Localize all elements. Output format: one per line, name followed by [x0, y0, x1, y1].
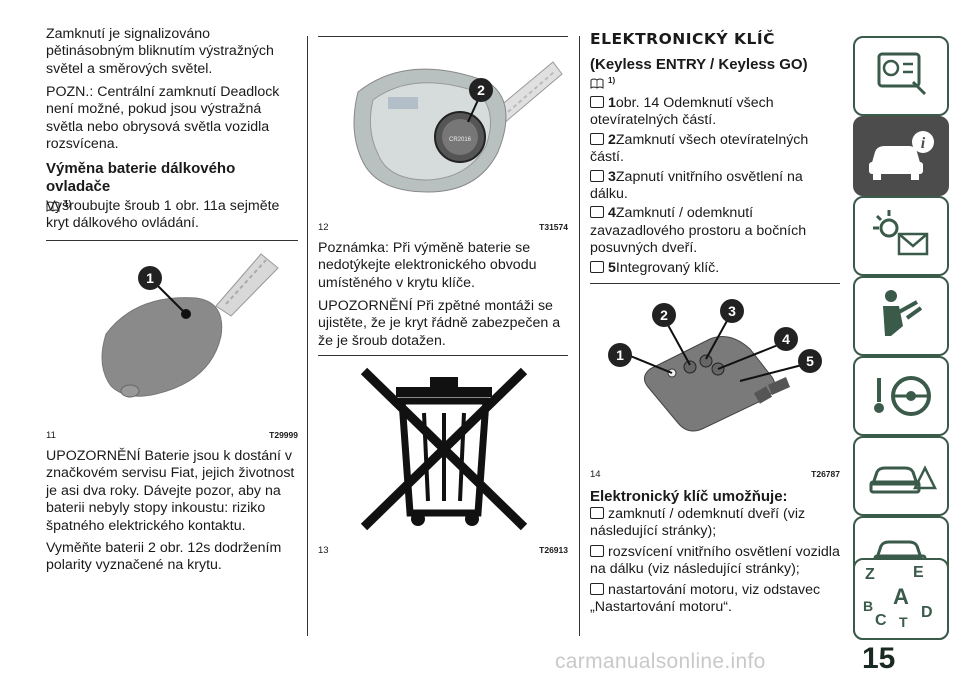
tab-dashboard[interactable] — [853, 36, 949, 116]
smart-card-key-illustration: 1 2 3 4 5 — [608, 299, 822, 432]
paragraph: Zamknutí je signalizováno pětinásobným b… — [46, 26, 274, 77]
figure-code: T26913 — [539, 545, 568, 555]
svg-text:CR2016: CR2016 — [449, 137, 472, 143]
figure-code: T31574 — [539, 222, 568, 232]
crossed-bin-icon — [360, 367, 528, 531]
footnote-ref: 1) — [608, 76, 616, 85]
bullet-square-icon — [590, 169, 604, 182]
car-breakdown-icon — [869, 465, 938, 494]
figure-rule — [590, 283, 840, 284]
column-separator — [307, 36, 308, 636]
section-title: ELEKTRONICKÝ KLÍČ — [590, 30, 840, 48]
figure-14: 1 2 3 4 5 14 T26787 — [590, 283, 840, 480]
bullet-square-icon — [590, 260, 604, 273]
list-item: 2Zamknutí všech otevíratelných částí. — [590, 131, 809, 166]
callout-4: 4 — [782, 331, 790, 347]
index-letter: C — [875, 612, 887, 629]
tab-index[interactable]: Z E A B C T D — [853, 558, 949, 640]
paragraph: UPOZORNĚNÍ Při zpětné montáži se ujistět… — [318, 298, 561, 349]
list-item: 1obr. 14 Odemknutí všech otevíratelných … — [590, 95, 774, 129]
car-info-icon: i — [869, 131, 934, 180]
paragraph: Vyměňte baterii 2 obr. 12s dodržením pol… — [46, 540, 282, 574]
subtitle: (Keyless ENTRY / Keyless GO) — [590, 56, 808, 73]
figure-11: 1 11 T29999 — [46, 240, 298, 441]
callout-1: 1 — [146, 270, 154, 286]
figure-code: T26787 — [811, 469, 840, 479]
steering-icon — [874, 376, 931, 416]
text-block: UPOZORNĚNÍ Při zpětné montáži se ujistět… — [318, 298, 568, 350]
index-letter: D — [921, 604, 933, 621]
text-block: Vyměňte baterii 2 obr. 12s dodržením pol… — [46, 540, 298, 575]
section-heading: Výměna baterie dálkového ovladače 1) — [46, 160, 298, 217]
bullet-square-icon — [590, 507, 604, 519]
title: ELEKTRONICKÝ KLÍČ — [590, 30, 776, 48]
list-item: zamknutí / odemknutí dveří (viz následuj… — [590, 506, 806, 540]
index-letter: A — [893, 584, 909, 609]
feature-list: zamknutí / odemknutí dveří (viz následuj… — [590, 506, 840, 619]
paragraph: POZN.: Centrální zamknutí Deadlock není … — [46, 84, 280, 153]
numbered-list: 1obr. 14 Odemknutí všech otevíratelných … — [590, 95, 840, 279]
index-letter: E — [913, 564, 924, 581]
figure-number: 14 — [590, 469, 601, 480]
footnote-ref: 1) — [64, 199, 72, 208]
bullet-square-icon — [590, 582, 604, 595]
figure-rule — [318, 355, 568, 356]
text-block: Poznámka: Při výměně baterie se nedotýke… — [318, 240, 568, 292]
figure-code: T29999 — [269, 430, 298, 440]
tab-warning-lights[interactable] — [853, 196, 949, 276]
callout-2: 2 — [660, 307, 668, 323]
figure-number: 12 — [318, 222, 329, 233]
key-battery-illustration: CR2016 2 — [353, 61, 563, 193]
figure-12: CR2016 2 12 T31574 — [318, 36, 568, 233]
paragraph: Vyšroubujte šroub 1 obr. 11a sejměte kry… — [46, 198, 280, 232]
safety-airbag-icon — [883, 290, 923, 336]
index-letter: T — [899, 614, 908, 630]
figure-rule — [318, 36, 568, 37]
remote-key-illustration: 1 — [101, 253, 279, 398]
figure-number: 13 — [318, 545, 329, 556]
warning-book-icon — [590, 76, 604, 89]
tab-safety[interactable] — [853, 276, 949, 356]
text-block: POZN.: Centrální zamknutí Deadlock není … — [46, 84, 298, 154]
paragraph: Poznámka: Při výměně baterie se nedotýke… — [318, 240, 537, 291]
list-item: 4Zamknutí / odemknutí zavazadlového pros… — [590, 205, 807, 257]
bullet-square-icon — [590, 96, 604, 108]
tab-starting-driving[interactable] — [853, 356, 949, 436]
column-separator — [579, 36, 580, 636]
page-number: 15 — [862, 642, 896, 675]
text-block: Zamknutí je signalizováno pětinásobným b… — [46, 26, 298, 78]
figure-13: 13 T26913 — [318, 355, 568, 556]
text-block: Vyšroubujte šroub 1 obr. 11a sejměte kry… — [46, 198, 298, 233]
warning-book-icon — [46, 199, 60, 212]
paragraph: UPOZORNĚNÍ Baterie jsou k dostání v znač… — [46, 448, 295, 534]
list-item: rozsvícení vnitřního osvětlení vozidla n… — [590, 543, 840, 578]
warning-lights-icon — [873, 210, 929, 256]
bullet-square-icon — [590, 206, 604, 219]
dashboard-icon — [877, 52, 927, 96]
callout-1: 1 — [616, 347, 624, 363]
bullet-square-icon — [590, 544, 604, 557]
watermark: carmanualsonline.info — [555, 650, 766, 673]
heading: Výměna baterie dálkového ovladače — [46, 160, 236, 195]
callout-2: 2 — [477, 82, 485, 98]
index-letter: B — [863, 598, 874, 614]
callout-5: 5 — [806, 353, 814, 369]
figure-number: 11 — [46, 430, 56, 441]
heading: Elektronický klíč umožňuje: — [590, 488, 788, 505]
callout-3: 3 — [728, 303, 736, 319]
text-block: UPOZORNĚNÍ Baterie jsou k dostání v znač… — [46, 448, 298, 535]
index-letter: Z — [865, 566, 875, 583]
bullet-square-icon — [590, 132, 604, 145]
tab-emergency[interactable] — [853, 436, 949, 516]
list-item: 5Integrovaný klíč. — [590, 260, 840, 277]
tab-car-info[interactable]: i — [853, 116, 949, 196]
svg-text:i: i — [921, 135, 926, 152]
features-heading: Elektronický klíč umožňuje: — [590, 488, 840, 506]
figure-rule — [46, 240, 298, 241]
list-item: 3Zapnutí vnitřního osvětlení na dálku. — [590, 168, 803, 203]
list-item: nastartování motoru, viz odstavec „Nasta… — [590, 581, 821, 616]
subtitle-block: (Keyless ENTRY / Keyless GO) 1) — [590, 56, 840, 94]
